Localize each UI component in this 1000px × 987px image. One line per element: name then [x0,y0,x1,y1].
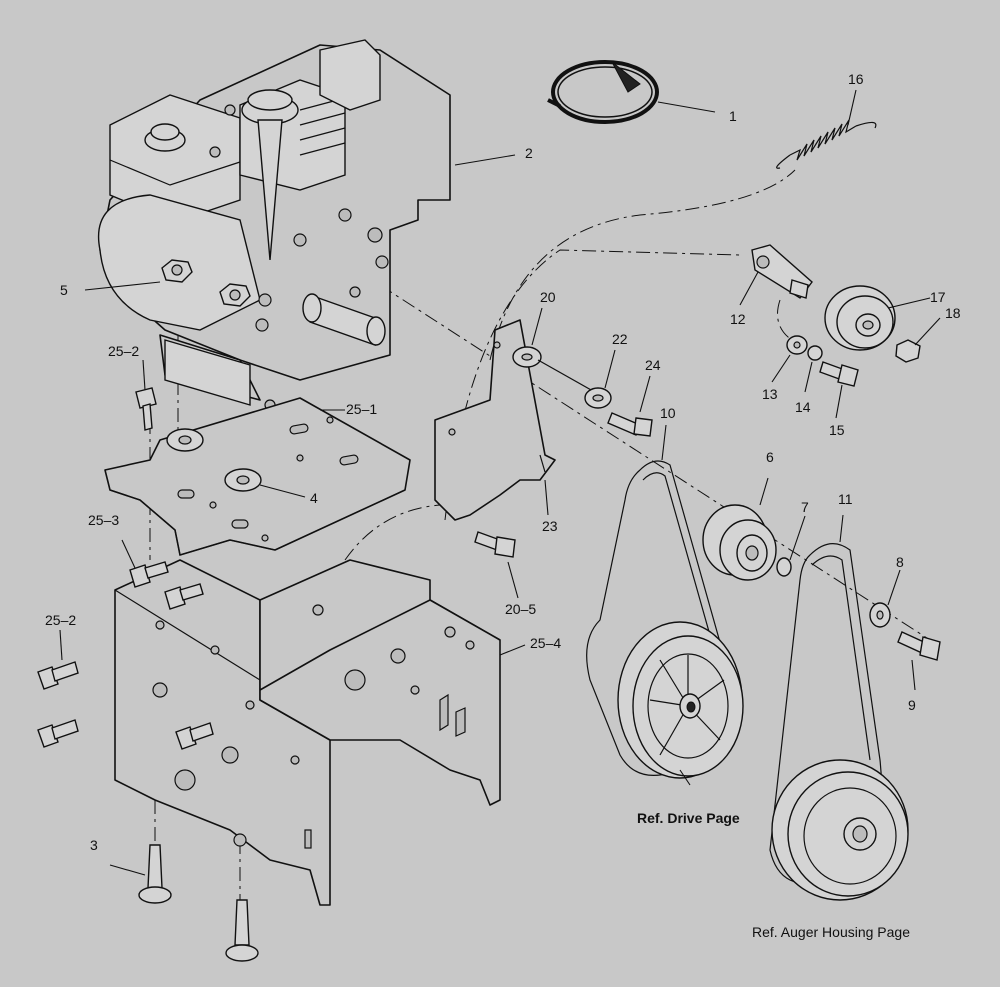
ref-auger-housing-page: Ref. Auger Housing Page [752,924,910,940]
callout-15: 15 [829,422,845,438]
washer-part-20 [512,346,601,396]
callout-25-4: 25–4 [530,635,561,651]
callout-2: 2 [525,145,533,161]
callout-9: 9 [908,697,916,713]
callout-16: 16 [848,71,864,87]
lock-washer-part-4 [166,428,262,492]
callout-20: 20 [540,289,556,305]
callout-5: 5 [60,282,68,298]
carriage-bolt-part-3 [138,844,259,962]
washer-part-22 [584,387,612,409]
bolt-part-24 [607,412,653,437]
idler-pulley-part-17 [824,285,896,351]
callout-6: 6 [766,449,774,465]
callout-20-5: 20–5 [505,601,536,617]
bolt-part-25-2-side [37,661,214,750]
washer-part-13 [786,335,808,355]
bolt-part-25-2-top [135,387,157,431]
callout-1: 1 [729,108,737,124]
callout-25-2-side: 25–2 [45,612,76,628]
callout-18: 18 [945,305,961,321]
callout-8: 8 [896,554,904,570]
idler-arm-part-12 [751,244,813,299]
ref-drive-page: Ref. Drive Page [637,810,740,826]
engine-pulley-part-6 [702,504,777,581]
callout-25-3: 25–3 [88,512,119,528]
callout-3: 3 [90,837,98,853]
bracket-part-23 [434,319,556,521]
frame-panel-right-part-25-4 [259,559,501,806]
callout-10: 10 [660,405,676,421]
callout-24: 24 [645,357,661,373]
callout-7: 7 [801,499,809,515]
engine-part-2 [98,39,451,411]
bolt-part-15 [819,361,859,387]
callout-25-2-top: 25–2 [108,343,139,359]
bolt-part-9 [897,631,941,661]
callout-25-1: 25–1 [346,401,377,417]
callout-4: 4 [310,490,318,506]
callout-13: 13 [762,386,778,402]
bolt-part-25-3 [129,561,204,610]
callout-labels: 1 2 3 4 5 6 7 8 9 10 11 12 13 14 15 16 1… [45,71,961,853]
washer-part-14 [807,345,823,361]
callout-22: 22 [612,331,628,347]
drive-belt-part-10 [586,460,731,776]
callout-14: 14 [795,399,811,415]
washer-part-8 [869,602,891,628]
key-part-7 [776,557,792,577]
auger-pulley [771,759,909,901]
nut-part-5 [161,259,251,307]
callout-12: 12 [730,311,746,327]
nut-part-18 [895,339,921,363]
leader-lines [59,89,941,876]
spring-part-16 [776,119,877,169]
bolt-part-20-5 [474,531,516,558]
callout-23: 23 [542,518,558,534]
callout-17: 17 [930,289,946,305]
cable-loop-part-1 [547,60,659,124]
callout-11: 11 [838,491,853,507]
drive-pulley [617,621,744,779]
